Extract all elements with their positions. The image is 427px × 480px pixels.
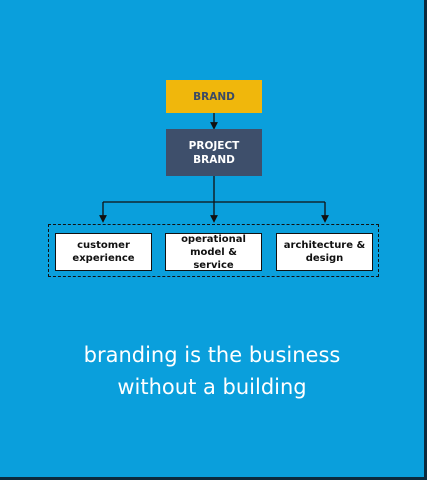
tagline-text: branding is the business without a build… xyxy=(83,343,341,399)
node-operational-model-service: operational model & service xyxy=(165,233,262,271)
node-brand: BRAND xyxy=(166,80,262,113)
node-project-brand: PROJECT BRAND xyxy=(166,129,262,176)
node-customer-experience: customer experience xyxy=(55,233,152,271)
node-architecture-design: architecture & design xyxy=(276,233,373,271)
children-group-dashed-border xyxy=(48,224,379,277)
